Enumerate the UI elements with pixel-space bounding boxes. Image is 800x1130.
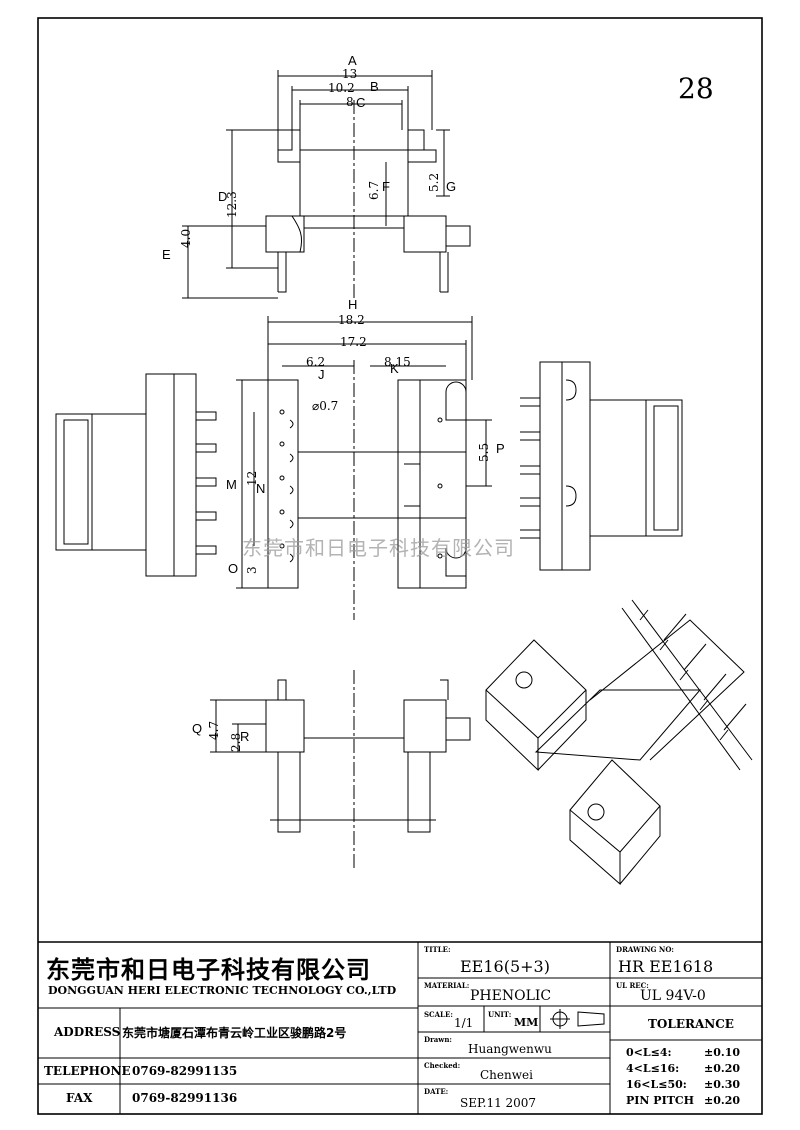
unit-label: UNIT: bbox=[488, 1010, 512, 1019]
drawn-value: Huangwenwu bbox=[468, 1042, 552, 1056]
dim-value-4-0: 4.0 bbox=[179, 228, 193, 248]
dim-value-3: 3 bbox=[245, 566, 259, 574]
tolerance-value-4: ±0.20 bbox=[704, 1094, 741, 1107]
title-block-lines bbox=[38, 941, 762, 1114]
drawing-no-label: DRAWING NO: bbox=[616, 945, 674, 954]
dim-letter-f: F bbox=[382, 179, 390, 194]
ul-value: UL 94V-0 bbox=[640, 988, 706, 1004]
checked-value: Chenwei bbox=[480, 1068, 533, 1082]
dim-value-13: 13 bbox=[342, 67, 358, 81]
dim-value-12-3: 12.3 bbox=[225, 191, 239, 218]
dim-value-4-7: 4.7 bbox=[207, 720, 221, 740]
bottom-view bbox=[210, 670, 471, 870]
dim-letter-c: C bbox=[356, 95, 366, 110]
dim-value-6-7: 6.7 bbox=[367, 180, 381, 200]
dim-letter-r: R bbox=[240, 729, 250, 744]
dim-letter-d: D bbox=[218, 189, 228, 204]
tolerance-range-4: PIN PITCH bbox=[626, 1094, 695, 1107]
date-value: SEP.11 2007 bbox=[460, 1096, 537, 1110]
sheet-border bbox=[37, 17, 763, 1115]
dim-letter-e: E bbox=[162, 247, 171, 262]
scale-value: 1/1 bbox=[454, 1016, 474, 1030]
dim-letter-q: Q bbox=[192, 721, 203, 736]
dim-value-5-2: 5.2 bbox=[427, 172, 441, 192]
drawn-label: Drawn: bbox=[424, 1035, 452, 1044]
front-view bbox=[236, 316, 492, 620]
right-side-view bbox=[520, 361, 683, 571]
ul-label: UL REC: bbox=[616, 981, 649, 990]
tolerance-title: TOLERANCE bbox=[648, 1017, 734, 1031]
title-value: EE16(5+3) bbox=[460, 957, 550, 976]
company-name-cn: 东莞市和日电子科技有限公司 bbox=[46, 956, 371, 984]
date-label: DATE: bbox=[424, 1087, 449, 1096]
dim-letter-a: A bbox=[348, 53, 357, 68]
dim-letter-n: N bbox=[256, 481, 266, 496]
tolerance-range-3: 16<L≤50: bbox=[626, 1078, 687, 1091]
fax-value: 0769-82991136 bbox=[132, 1091, 238, 1105]
dim-value-8-15: 8.15 bbox=[384, 355, 411, 369]
tolerance-value-2: ±0.20 bbox=[704, 1062, 741, 1075]
dim-value-10-2: 10.2 bbox=[328, 81, 355, 95]
address-label: ADDRESS bbox=[54, 1025, 121, 1039]
dim-value-phi-0-7: ⌀0.7 bbox=[312, 399, 339, 413]
sheet-number: 28 bbox=[678, 72, 714, 105]
scale-label: SCALE: bbox=[424, 1010, 453, 1019]
dim-letter-j: J bbox=[318, 367, 325, 382]
dim-letter-h: H bbox=[348, 297, 358, 312]
dim-value-17-2: 17.2 bbox=[340, 335, 367, 349]
tolerance-range-1: 0<L≤4: bbox=[626, 1046, 672, 1059]
dim-letter-m: M bbox=[226, 477, 237, 492]
dim-value-8: 8 bbox=[346, 95, 354, 109]
isometric-view bbox=[485, 599, 753, 886]
material-value: PHENOLIC bbox=[470, 988, 552, 1004]
title-label: TITLE: bbox=[424, 945, 451, 954]
top-view bbox=[182, 70, 471, 300]
telephone-value: 0769-82991135 bbox=[132, 1064, 238, 1078]
dim-value-5-5: 5.5 bbox=[477, 442, 491, 462]
telephone-label: TELEPHONE bbox=[44, 1064, 131, 1078]
dim-value-6-2: 6.2 bbox=[306, 355, 326, 369]
watermark: 东莞市和日电子科技有限公司 bbox=[242, 536, 515, 560]
unit-value: MM bbox=[514, 1016, 539, 1029]
dim-letter-p: P bbox=[496, 441, 505, 456]
dim-letter-g: G bbox=[446, 179, 457, 194]
dim-letter-o: O bbox=[228, 561, 239, 576]
tolerance-range-2: 4<L≤16: bbox=[626, 1062, 680, 1075]
checked-label: Checked: bbox=[424, 1061, 461, 1070]
material-label: MATERIAL: bbox=[424, 981, 470, 990]
dim-letter-b: B bbox=[370, 79, 379, 94]
drawing-no-value: HR EE1618 bbox=[618, 957, 714, 976]
fax-label: FAX bbox=[66, 1091, 93, 1105]
tolerance-value-3: ±0.30 bbox=[704, 1078, 741, 1091]
address-value: 东莞市塘厦石潭布青云岭工业区骏鹏路2号 bbox=[122, 1026, 347, 1040]
company-name-en: DONGGUAN HERI ELECTRONIC TECHNOLOGY CO.,… bbox=[48, 984, 397, 997]
dim-value-18-2: 18.2 bbox=[338, 313, 365, 327]
dim-letter-k: K bbox=[390, 361, 399, 376]
left-side-view bbox=[55, 373, 217, 577]
tolerance-value-1: ±0.10 bbox=[704, 1046, 741, 1059]
